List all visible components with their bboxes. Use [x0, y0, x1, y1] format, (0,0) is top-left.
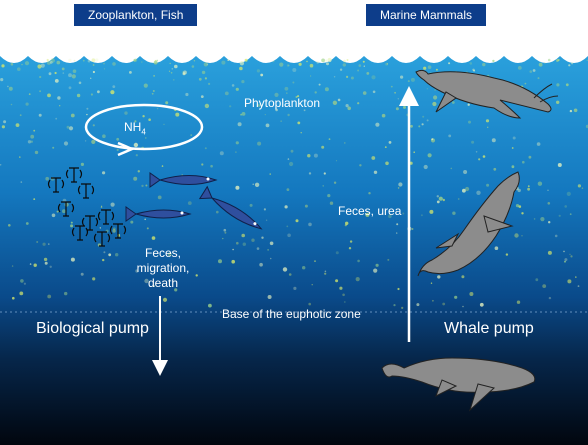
zooplankton-fish-header: Zooplankton, Fish [74, 4, 197, 26]
feces-urea-label: Feces, urea [338, 204, 401, 218]
feces-migration-death-label: Feces, migration, death [128, 246, 198, 291]
nh4-base-text: NH [124, 120, 141, 134]
biological-pump-label: Biological pump [36, 320, 149, 338]
marine-mammals-header: Marine Mammals [366, 4, 486, 26]
whale-pump-label: Whale pump [444, 320, 534, 338]
ocean-surface-waves [0, 40, 588, 63]
euphotic-zone-label: Base of the euphotic zone [222, 307, 361, 321]
nh4-subscript: 4 [141, 127, 145, 136]
nh4-label: NH4 [124, 120, 146, 136]
phytoplankton-label: Phytoplankton [244, 96, 320, 110]
